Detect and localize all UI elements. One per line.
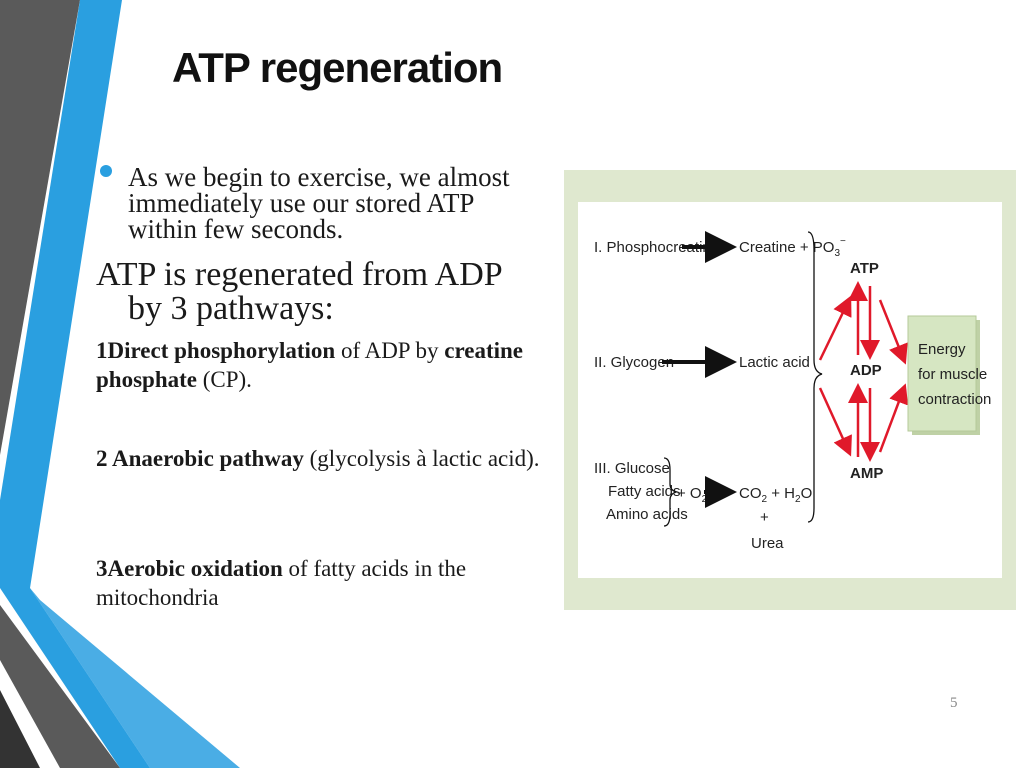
pathway-2-source: II. Glycogen — [594, 354, 674, 371]
regeneration-line-2: by 3 pathways: — [128, 290, 334, 327]
pathway-2-text: (glycolysis à lactic acid). — [303, 446, 540, 471]
pathway-1-text-a: of ADP by — [335, 338, 445, 363]
pathway-3-plus: + — [760, 509, 769, 526]
dark-stripe-corner — [0, 690, 40, 768]
pathway-1-bold-cp: creatine phosphate — [96, 338, 524, 392]
bullet-text-1: As we begin to exercise, we almost immed… — [128, 162, 510, 244]
pathway-item-1: 1Direct phosphorylation of ADP by creati… — [96, 336, 556, 394]
pathway-1-text-b: (CP). — [196, 367, 252, 392]
brace-to-amp-arrow — [818, 387, 852, 457]
brace-to-atp-arrow — [818, 295, 852, 361]
atp-pathways-figure: I. Phosphocreatine Creatine + PO3− II. G… — [564, 170, 1016, 610]
pathway-1-source: I. Phosphocreatine — [594, 239, 719, 256]
adp-label: ADP — [850, 362, 882, 379]
pathway-item-2: 2 Anaerobic pathway (glycolysis à lactic… — [96, 444, 556, 473]
pathway-3-title: 3Aerobic oxidation — [96, 556, 283, 581]
pathways-brace — [807, 231, 823, 523]
blue-stripe-bottom-2 — [30, 588, 240, 768]
dark-stripe-top — [0, 0, 80, 455]
pathway-2-title: 2 Anaerobic pathway — [96, 446, 304, 471]
pathway-2-product: Lactic acid — [739, 354, 810, 371]
regeneration-line-1: ATP is regenerated from ADP — [96, 256, 503, 293]
slide-title: ATP regeneration — [172, 44, 503, 91]
amp-label: AMP — [850, 465, 883, 482]
energy-line-3: contraction — [918, 391, 991, 408]
amp-to-energy-arrow — [878, 383, 909, 453]
pathway-3-products: CO2 + H2O — [739, 485, 812, 505]
atp-label: ATP — [850, 260, 879, 277]
pathway-item-3: 3Aerobic oxidation of fatty acids in the… — [96, 554, 556, 612]
pathway-3-text: of fatty acids in the mitochondria — [96, 556, 467, 610]
blue-stripe-top — [0, 0, 122, 588]
atp-to-energy-arrow — [878, 299, 908, 365]
pathways-diagram: I. Phosphocreatine Creatine + PO3− II. G… — [594, 231, 991, 552]
energy-line-2: for muscle — [918, 366, 987, 383]
pathway-1-product: Creatine + PO3− — [739, 236, 846, 259]
pathway-3-urea: Urea — [751, 535, 784, 552]
regeneration-statement: ATP is regenerated from ADP by 3 pathway… — [96, 258, 556, 326]
pathway-3-source-glucose: III. Glucose — [594, 460, 670, 477]
pathway-3-source-amino: Amino acids — [606, 506, 688, 523]
bullet-icon — [100, 165, 112, 177]
dark-stripe-bottom — [0, 605, 120, 768]
pathway-1-title: 1Direct phosphorylation — [96, 338, 336, 363]
pathway-3-oxygen: + O2 — [677, 485, 708, 505]
red-arrows — [818, 281, 909, 462]
energy-line-1: Energy — [918, 341, 966, 358]
energy-box — [907, 315, 977, 432]
pathway-3-brace — [663, 457, 679, 527]
blue-stripe-bottom — [0, 588, 150, 768]
page-number: 5 — [950, 695, 958, 711]
pathway-3-source-fatty: Fatty acids — [608, 483, 681, 500]
